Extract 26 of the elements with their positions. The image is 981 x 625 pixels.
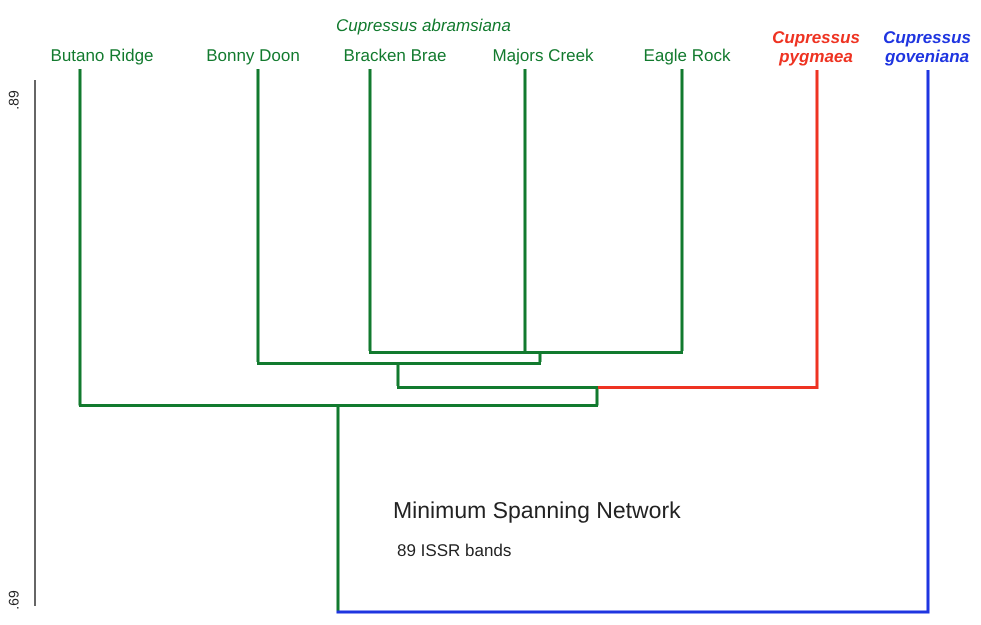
branch-line xyxy=(596,389,598,406)
scale-value: .89 xyxy=(6,90,22,110)
branch-bar xyxy=(397,386,598,389)
species-label: Cupressus pygmaea xyxy=(760,28,872,66)
branch-line xyxy=(78,69,82,406)
branch-line xyxy=(336,70,930,614)
population-label: Bracken Brae xyxy=(332,46,458,65)
branch-bar xyxy=(257,362,541,365)
branch-line xyxy=(396,365,400,386)
branch-line xyxy=(598,70,818,389)
group-title: Cupressus abramsiana xyxy=(336,16,511,36)
branch-line xyxy=(524,69,526,351)
population-label: Eagle Rock xyxy=(633,46,741,65)
note: 89 ISSR bands xyxy=(397,541,512,561)
branch-line xyxy=(368,69,372,351)
branch-bar xyxy=(369,351,683,354)
branch-line xyxy=(256,69,260,362)
scale-value: .69 xyxy=(6,590,22,610)
network-title: Minimum Spanning Network xyxy=(393,497,681,524)
branch-bar xyxy=(78,404,600,614)
population-label: Majors Creek xyxy=(481,46,605,65)
branch-line xyxy=(680,69,684,351)
branch-line xyxy=(538,354,542,362)
species-label: Cupressus goveniana xyxy=(874,28,980,66)
population-label: Bonny Doon xyxy=(196,46,310,65)
population-label: Butano Ridge xyxy=(40,46,164,65)
